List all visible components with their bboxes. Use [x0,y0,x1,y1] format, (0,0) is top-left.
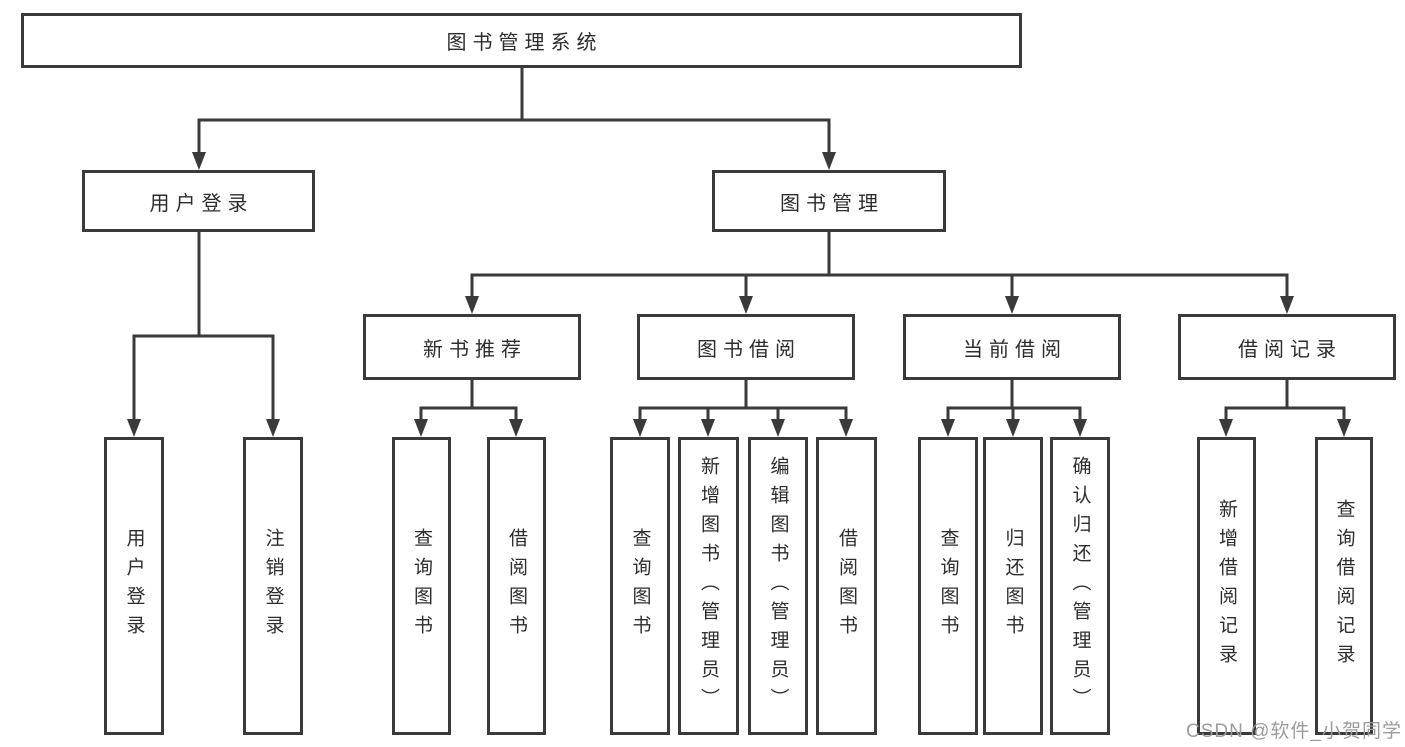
leaf-add-borrow-record: 新增借阅记录 [1197,437,1256,735]
node-label: 注销登录 [262,528,284,644]
node-root-system: 图书管理系统 [21,13,1022,68]
leaf-return-books: 归还图书 [983,437,1043,735]
leaf-newbook-borrow-books: 借阅图书 [487,437,546,735]
leaf-add-books-admin: 新增图书（管理员） [678,437,739,735]
node-label: 借阅图书 [836,528,857,644]
node-borrow-records: 借阅记录 [1178,314,1396,380]
node-label: 用户登录 [149,192,254,215]
node-label: 借阅图书 [506,528,527,644]
node-label: 查询图书 [411,528,432,644]
node-label: 新增借阅记录 [1216,499,1237,673]
node-label: 归还图书 [1002,528,1024,644]
node-book-management: 图书管理 [712,170,946,232]
node-label: 借阅记录 [1238,338,1342,361]
node-label: 查询图书 [937,528,959,644]
node-label: 新增图书（管理员） [698,455,719,717]
leaf-confirm-return-admin: 确认归还（管理员） [1050,437,1110,735]
node-label: 查询借阅记录 [1333,499,1355,673]
node-label: 图书管理系统 [446,32,603,54]
node-label: 编辑图书（管理员） [767,455,789,717]
node-new-book-recommend: 新书推荐 [363,314,581,380]
node-label: 用户登录 [123,528,145,644]
leaf-logout: 注销登录 [243,437,303,735]
leaf-newbook-query-books: 查询图书 [392,437,451,735]
node-user-login: 用户登录 [82,170,315,232]
leaf-query-borrow-record: 查询借阅记录 [1315,437,1373,735]
node-label: 确认归还（管理员） [1069,455,1091,717]
node-label: 图书管理 [780,192,884,215]
leaf-borrow-books: 借阅图书 [816,437,877,735]
leaf-user-login: 用户登录 [104,437,164,735]
leaf-edit-books-admin: 编辑图书（管理员） [748,437,808,735]
node-current-borrow: 当前借阅 [903,314,1121,380]
node-label: 当前借阅 [963,338,1067,361]
leaf-current-query-books: 查询图书 [918,437,978,735]
node-label: 查询图书 [629,528,651,644]
node-label: 图书借阅 [697,338,801,361]
node-book-borrow: 图书借阅 [637,314,855,380]
leaf-borrow-query-books: 查询图书 [610,437,670,735]
csdn-watermark: CSDN @软件_小贺同学 [1186,721,1402,742]
node-label: 新书推荐 [423,338,527,361]
